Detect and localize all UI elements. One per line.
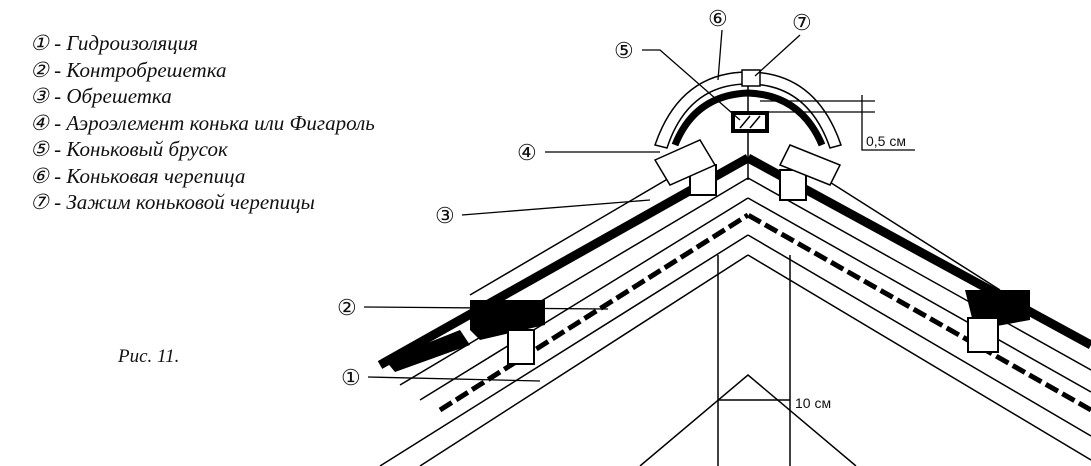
legend-item-counter-batten: ② - Контробрешетка: [30, 57, 227, 82]
left-tile-hook: [470, 300, 545, 340]
gap-dimension-label: 0,5 см: [866, 133, 906, 149]
callout-2: ②: [337, 296, 357, 321]
callout-1: ①: [341, 366, 361, 391]
legend-item-ridge-tile: ⑥ - Коньковая черепица: [30, 163, 246, 188]
callout-5: ⑤: [614, 39, 634, 64]
ridge-clamp: [741, 69, 761, 87]
ridge-tile: [654, 71, 842, 149]
gap-dimension: [760, 95, 915, 151]
legend-item-ridge-bar: ⑤ - Коньковый брусок: [30, 137, 228, 161]
callout-3: ③: [435, 204, 455, 229]
left-aeroelement: [653, 139, 717, 186]
legend-item-batten: ③ - Обрешетка: [30, 84, 172, 108]
right-membrane: [746, 212, 1091, 413]
right-batten: [967, 317, 999, 353]
left-rafter-inner: [419, 254, 749, 466]
legend-item-ridge-aeroelement: ④ - Аэроэлемент конька или Фигароль: [30, 110, 375, 135]
overhang-dimension-label: 10 см: [795, 395, 831, 411]
left-eave-tile: [385, 330, 470, 372]
left-tile-top: [469, 159, 701, 296]
ridge-tile-inner: [671, 89, 826, 147]
ridge-bar: [731, 111, 769, 133]
figure-caption: Рис. 11.: [118, 346, 180, 367]
left-tile-band: [377, 154, 751, 369]
inner-v: [639, 374, 857, 466]
roof-layers: [377, 80, 1091, 466]
right-rafter: [747, 234, 1091, 437]
legend: ① - Гидроизоляция ② - Контробрешетка ③ -…: [30, 30, 375, 216]
left-batten-line: [399, 177, 749, 386]
legend-item-waterproofing: ① - Гидроизоляция: [30, 31, 199, 55]
left-batten: [507, 329, 535, 365]
callout-4: ④: [517, 141, 537, 166]
right-batten-line: [747, 177, 1091, 371]
callout-lines: [363, 29, 801, 382]
right-rafter-inner: [747, 254, 1091, 461]
ridge-cap: [654, 69, 842, 149]
tiles: [385, 139, 1030, 372]
callout-6: ⑥: [708, 7, 728, 32]
left-membrane: [438, 212, 750, 413]
right-ridge-batten: [779, 169, 807, 201]
left-counter-batten: [419, 197, 749, 401]
ridge-bar-hatch: [739, 115, 761, 129]
right-aeroelement: [778, 144, 842, 186]
left-rafter: [379, 234, 749, 466]
legend-item-ridge-clamp: ⑦ - Зажим коньковой черепицы: [30, 190, 315, 214]
callout-7: ⑦: [792, 11, 812, 36]
right-counter-batten: [747, 197, 1091, 393]
